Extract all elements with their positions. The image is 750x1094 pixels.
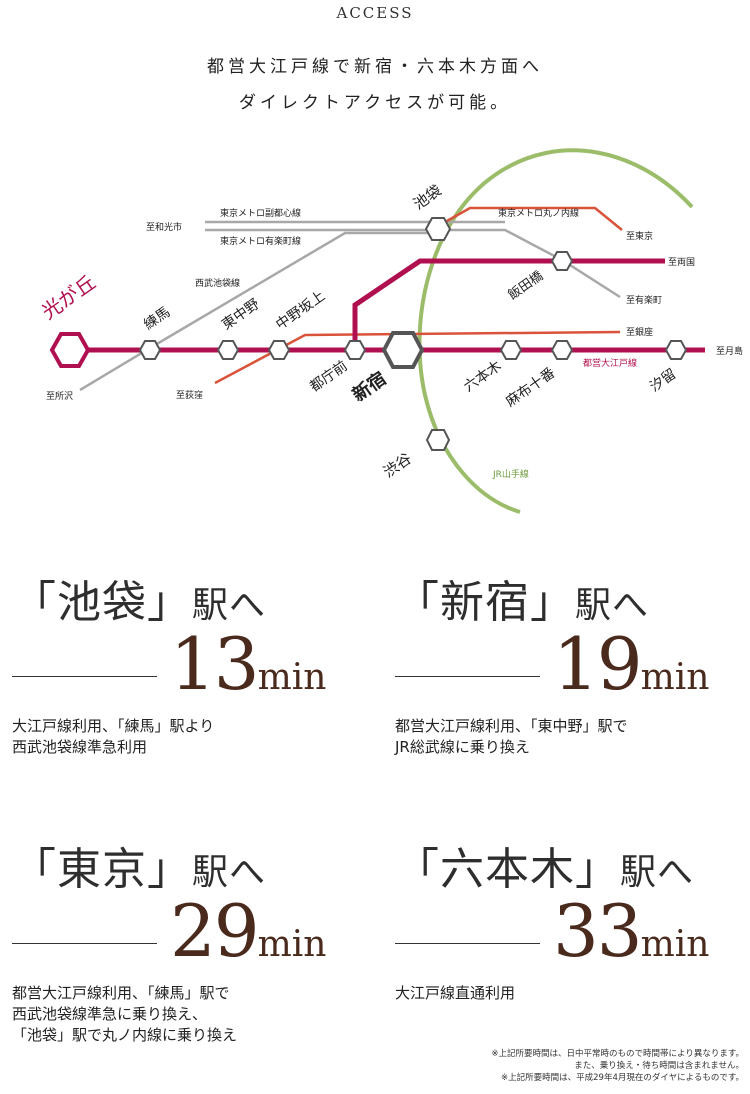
dest-tokorozawa: 至所沢 <box>46 390 73 402</box>
card-unit: min <box>640 924 710 965</box>
dest-tokyo: 至東京 <box>626 230 653 242</box>
card-description: 大江戸線直通利用 <box>395 984 516 1002</box>
footnotes: ※上記所要時間は、日中平常時のもので時間帯により異なります。 また、乗り換え・待… <box>491 1048 744 1084</box>
marunouchi-line-2 <box>214 330 621 385</box>
dest-ryogoku: 至両国 <box>668 257 695 268</box>
station-azabujuban-icon[interactable] <box>550 340 574 360</box>
station-shiodome-icon[interactable] <box>664 340 688 360</box>
card-minutes: 13 <box>170 622 260 706</box>
dest-yurakucho: 至有楽町 <box>626 294 662 306</box>
oedo-line-loop <box>352 258 665 348</box>
station-label-tochomae: 都庁前 <box>307 357 351 395</box>
station-label-shiodome: 汐留 <box>647 366 679 395</box>
station-iidabashi-icon[interactable] <box>550 251 574 271</box>
card-time: 13min <box>12 622 362 706</box>
marunouchi-line <box>437 206 623 231</box>
card-unit: min <box>257 924 327 965</box>
label-seibu: 西武池袋線 <box>195 277 240 289</box>
station-label-shibuya: 渋谷 <box>380 449 415 481</box>
card-unit: min <box>257 657 327 698</box>
page-title: ACCESS <box>336 4 414 22</box>
card-description: 大江戸線利用、「練馬」駅より西武池袋線準急利用 <box>12 717 215 756</box>
card-rule <box>395 676 540 677</box>
card-destination: 「東京」駅へ <box>12 844 267 895</box>
station-label-higashinakano: 東中野 <box>219 296 263 333</box>
label-yamanote: JR山手線 <box>492 468 529 480</box>
card-time: 19min <box>395 622 745 706</box>
station-label-hikarigaoka: 光が丘 <box>37 270 100 324</box>
station-ikebukuro-icon[interactable] <box>424 217 452 241</box>
station-higashinakano-icon[interactable] <box>216 340 240 360</box>
station-label-ikebukuro: 池袋 <box>410 181 445 213</box>
card-description: 都営大江戸線利用、「練馬」駅で西武池袋線準急に乗り換え、「池袋」駅で丸ノ内線に乗… <box>12 984 238 1044</box>
lead-text-line1: 都営大江戸線で新宿・六本木方面へ <box>207 57 543 77</box>
card-rule <box>395 943 540 944</box>
station-hikarigaoka-icon[interactable] <box>49 332 91 368</box>
station-nerima-icon[interactable] <box>138 340 162 360</box>
station-label-shinjuku: 新宿 <box>348 367 390 406</box>
card-minutes: 29 <box>170 889 260 973</box>
card-rule <box>12 943 157 944</box>
card-unit: min <box>640 657 710 698</box>
station-tochomae-icon[interactable] <box>343 340 367 360</box>
card-rule <box>12 676 157 677</box>
access-card-tokyo: 「東京」駅へ 29min 都営大江戸線利用、「練馬」駅で西武池袋線準急に乗り換え… <box>12 833 362 1044</box>
station-label-nerima: 練馬 <box>141 304 173 333</box>
label-yurakucho: 東京メトロ有楽町線 <box>220 235 301 247</box>
dest-tsukishima: 至月島 <box>716 345 743 357</box>
card-minutes: 19 <box>553 622 643 706</box>
station-nakanosakaue-icon[interactable] <box>267 340 291 360</box>
station-label-azabujuban: 麻布十番 <box>503 365 558 410</box>
dest-wakoshi: 至和光市 <box>146 221 182 233</box>
lead-text-line2: ダイレクトアクセスが可能。 <box>238 93 512 113</box>
station-label-roppongi: 六本木 <box>461 358 505 395</box>
footnote-1: ※上記所要時間は、日中平常時のもので時間帯により異なります。 <box>491 1049 744 1059</box>
access-card-ikebukuro: 「池袋」駅へ 13min 大江戸線利用、「練馬」駅より西武池袋線準急利用 <box>12 566 362 756</box>
footnote-2: また、乗り換え・待ち時間は含まれません。 <box>574 1061 744 1071</box>
yamanote-line <box>417 148 694 514</box>
route-map: 東京メトロ副都心線 東京メトロ有楽町線 西武池袋線 東京メトロ丸ノ内線 都営大江… <box>37 148 743 514</box>
card-destination: 「池袋」駅へ <box>12 577 267 628</box>
card-time: 29min <box>12 889 362 973</box>
dest-ogikubo: 至荻窪 <box>176 389 203 401</box>
station-roppongi-icon[interactable] <box>499 340 523 360</box>
card-destination: 「新宿」駅へ <box>395 577 650 628</box>
card-minutes: 33 <box>553 889 643 973</box>
dest-ginza: 至銀座 <box>626 326 653 338</box>
seibu-line <box>79 231 438 392</box>
station-shinjuku-icon[interactable] <box>381 331 425 369</box>
card-time: 33min <box>395 889 745 973</box>
label-fukutoshin: 東京メトロ副都心線 <box>220 207 301 219</box>
label-oedo: 都営大江戸線 <box>583 357 637 369</box>
card-destination: 「六本木」駅へ <box>395 844 695 895</box>
station-label-nakanosakaue: 中野坂上 <box>273 288 328 333</box>
station-shibuya-icon[interactable] <box>425 429 451 451</box>
label-marunouchi: 東京メトロ丸ノ内線 <box>498 207 579 219</box>
yurakucho-line <box>438 228 621 299</box>
station-label-iidabashi: 飯田橋 <box>506 269 547 304</box>
footnote-3: ※上記所要時間は、平成29年4月現在のダイヤによるものです。 <box>501 1073 744 1083</box>
access-card-roppongi: 「六本木」駅へ 33min 大江戸線直通利用 <box>395 833 745 1002</box>
